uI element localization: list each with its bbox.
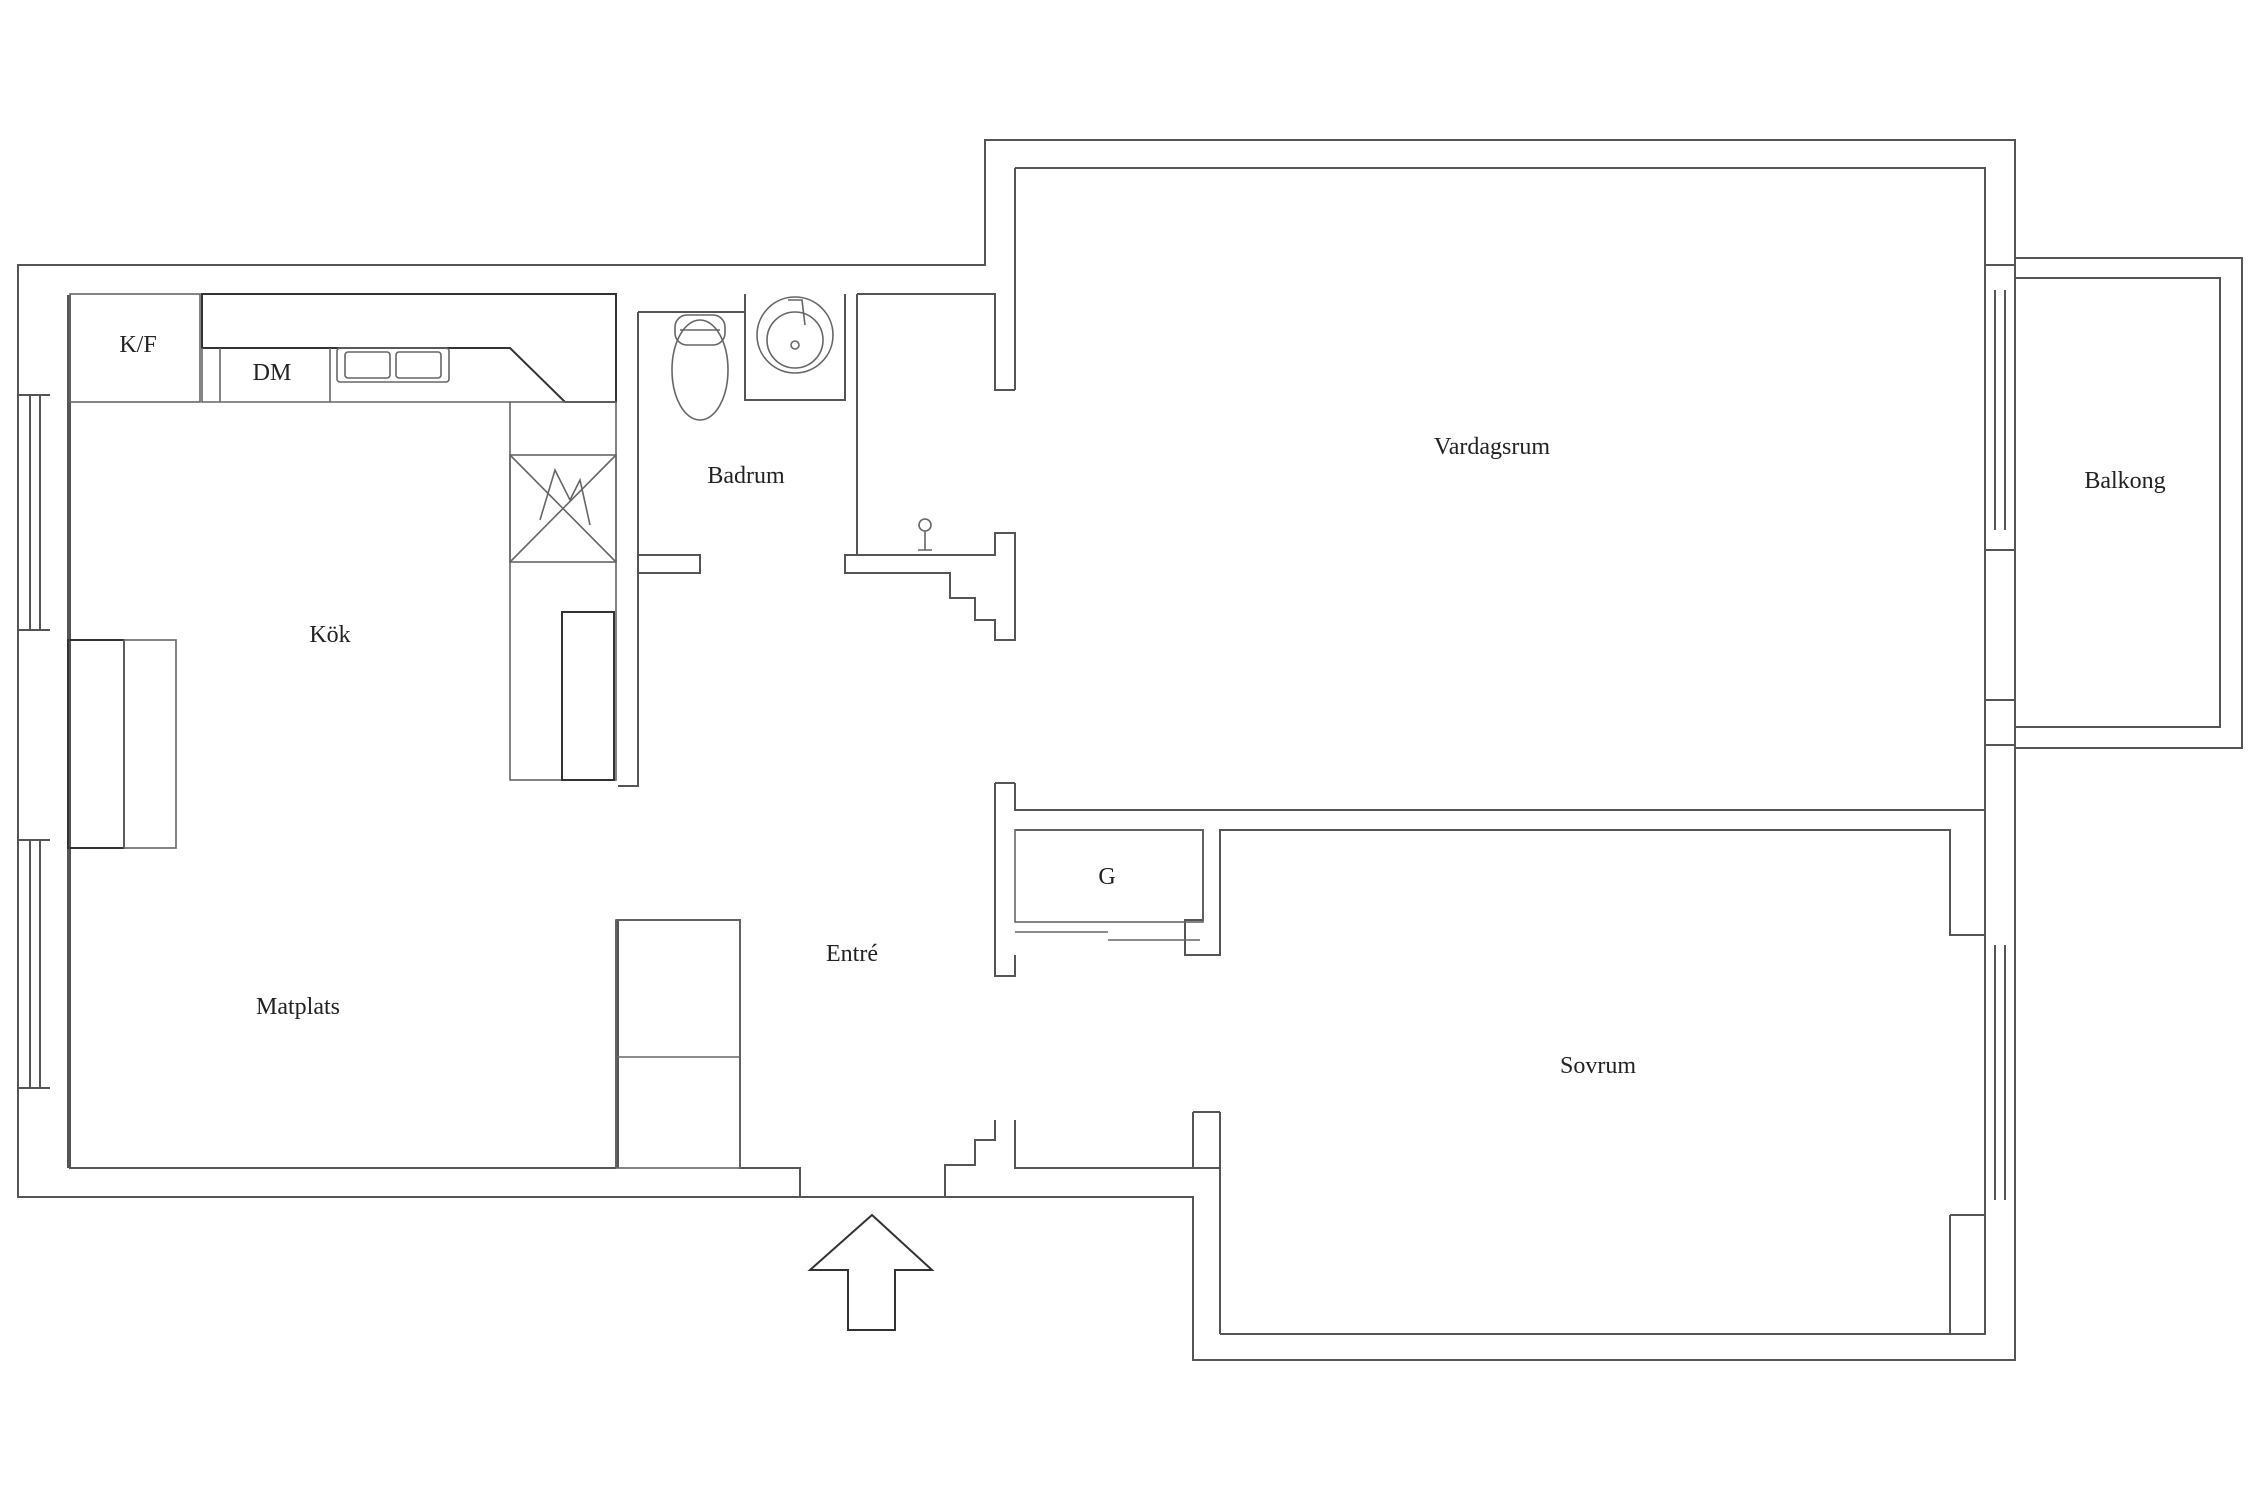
shower-head-icon xyxy=(918,518,932,551)
room-label-entre: Entré xyxy=(826,941,878,967)
kitchen-sink-icon xyxy=(336,347,450,383)
sink-icon xyxy=(756,296,834,374)
room-label-matplats: Matplats xyxy=(256,994,340,1020)
outer-walls xyxy=(17,139,2016,1361)
windows xyxy=(18,290,2006,1200)
room-label-sovrum: Sovrum xyxy=(1560,1053,1636,1079)
wardrobe-g xyxy=(1014,829,1204,923)
kitchen-fixtures xyxy=(67,293,617,849)
entrance-arrow-icon xyxy=(807,1213,935,1331)
built-ins xyxy=(615,829,1204,1169)
room-label-kok: Kök xyxy=(309,622,350,648)
fixture-label-g: G xyxy=(1098,864,1115,890)
room-label-badrum: Badrum xyxy=(707,463,785,489)
bathroom-fixtures xyxy=(671,296,932,551)
room-label-vardagsrum: Vardagsrum xyxy=(1434,434,1550,460)
room-label-balkong: Balkong xyxy=(2084,468,2165,494)
stove-icon xyxy=(509,454,617,563)
fridge-freezer-cabinet xyxy=(69,293,201,403)
balcony xyxy=(2015,257,2243,749)
kitchen-bench xyxy=(67,639,125,849)
fixture-label-dm: DM xyxy=(253,360,292,386)
interior-walls xyxy=(69,264,2015,1334)
cabinet-unit xyxy=(561,611,615,781)
fixture-label-kf: K/F xyxy=(119,332,156,358)
entrance-closet xyxy=(615,919,741,1169)
toilet-icon xyxy=(671,314,729,421)
